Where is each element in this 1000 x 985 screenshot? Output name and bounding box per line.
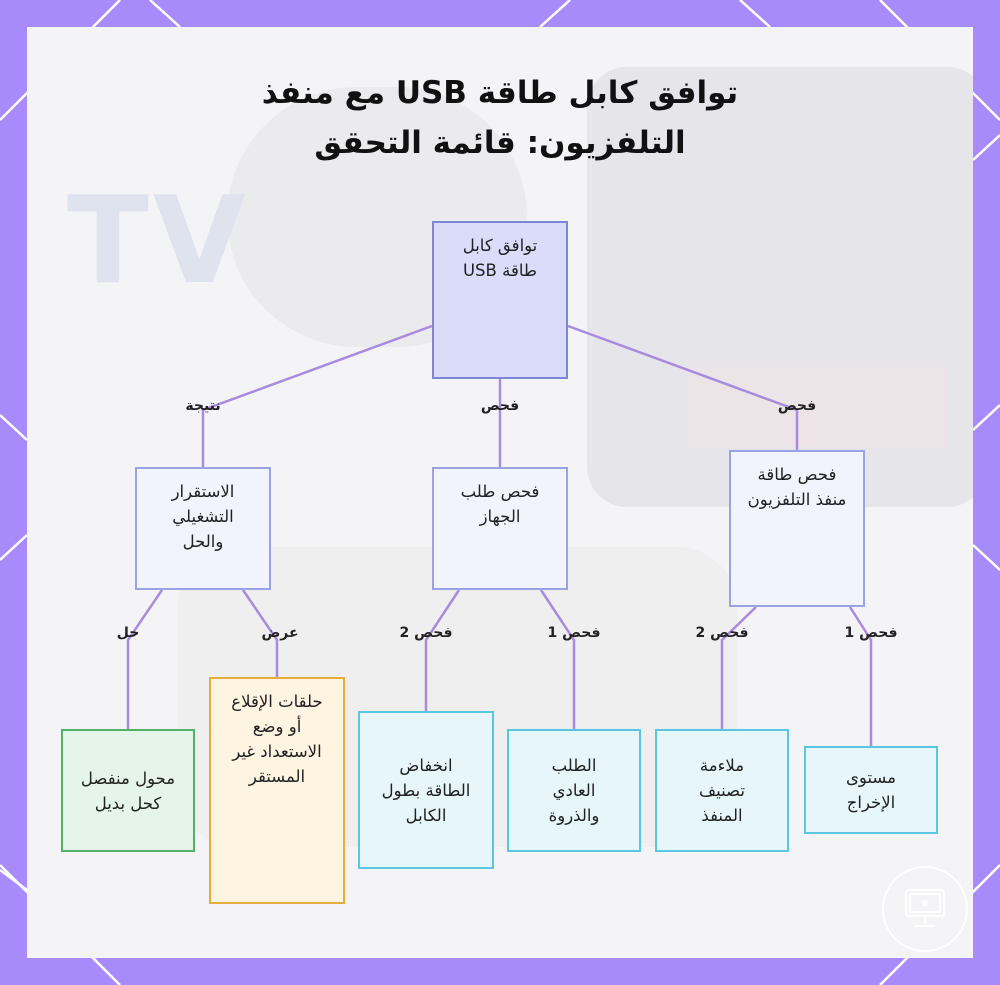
page-title: توافق كابل طاقة USB مع منفذ التلفزيون: ق… <box>120 68 880 168</box>
node-normal-peak: الطلب العادي والذروة <box>507 729 641 852</box>
node-output-level: مستوى الإخراج <box>804 746 938 834</box>
title-line-2: التلفزيون: قائمة التحقق <box>314 125 686 161</box>
node-boot-loops: حلقات الإقلاع أو وضع الاستعداد غير المست… <box>209 677 345 904</box>
edge-root-result <box>201 324 433 467</box>
edge-device-normal <box>539 589 576 729</box>
node-result: الاستقرار التشغيلي والحل <box>135 467 271 590</box>
node-adapter: محول منفصل كحل بديل <box>61 729 195 852</box>
edge-port-rating <box>720 606 757 729</box>
edge-label-device: فحص <box>480 398 520 414</box>
edge-label-port-2: فحص 2 <box>695 625 749 641</box>
edge-device-voltage <box>424 589 461 711</box>
tv-monitor-icon-glyph <box>905 889 945 927</box>
edge-label-device-2: فحص 2 <box>399 625 453 641</box>
edge-label-solution: حل <box>116 625 140 641</box>
node-port-check: فحص طاقة منفذ التلفزيون <box>729 450 865 607</box>
node-voltage-drop: انخفاض الطاقة بطول الكابل <box>358 711 494 869</box>
node-port-rating: ملاءمة تصنيف المنفذ <box>655 729 789 852</box>
title-line-1: توافق كابل طاقة USB مع منفذ <box>261 75 739 111</box>
edge-label-symptom: عرض <box>261 625 299 641</box>
edge-root-port <box>567 324 799 450</box>
background-watermark: TV <box>67 172 250 311</box>
tv-monitor-icon <box>882 866 968 952</box>
edge-port-output <box>848 606 873 746</box>
edge-result-adapter <box>126 589 164 729</box>
background-shape <box>687 367 947 447</box>
edge-label-result: نتيجة <box>185 398 221 414</box>
edge-label-device-1: فحص 1 <box>547 625 601 641</box>
node-root: توافق كابل طاقة USB <box>432 221 568 379</box>
edge-label-port-1: فحص 1 <box>844 625 898 641</box>
node-device-check: فحص طلب الجهاز <box>432 467 568 590</box>
edge-result-boot <box>241 589 279 677</box>
edge-label-port: فحص <box>777 398 817 414</box>
